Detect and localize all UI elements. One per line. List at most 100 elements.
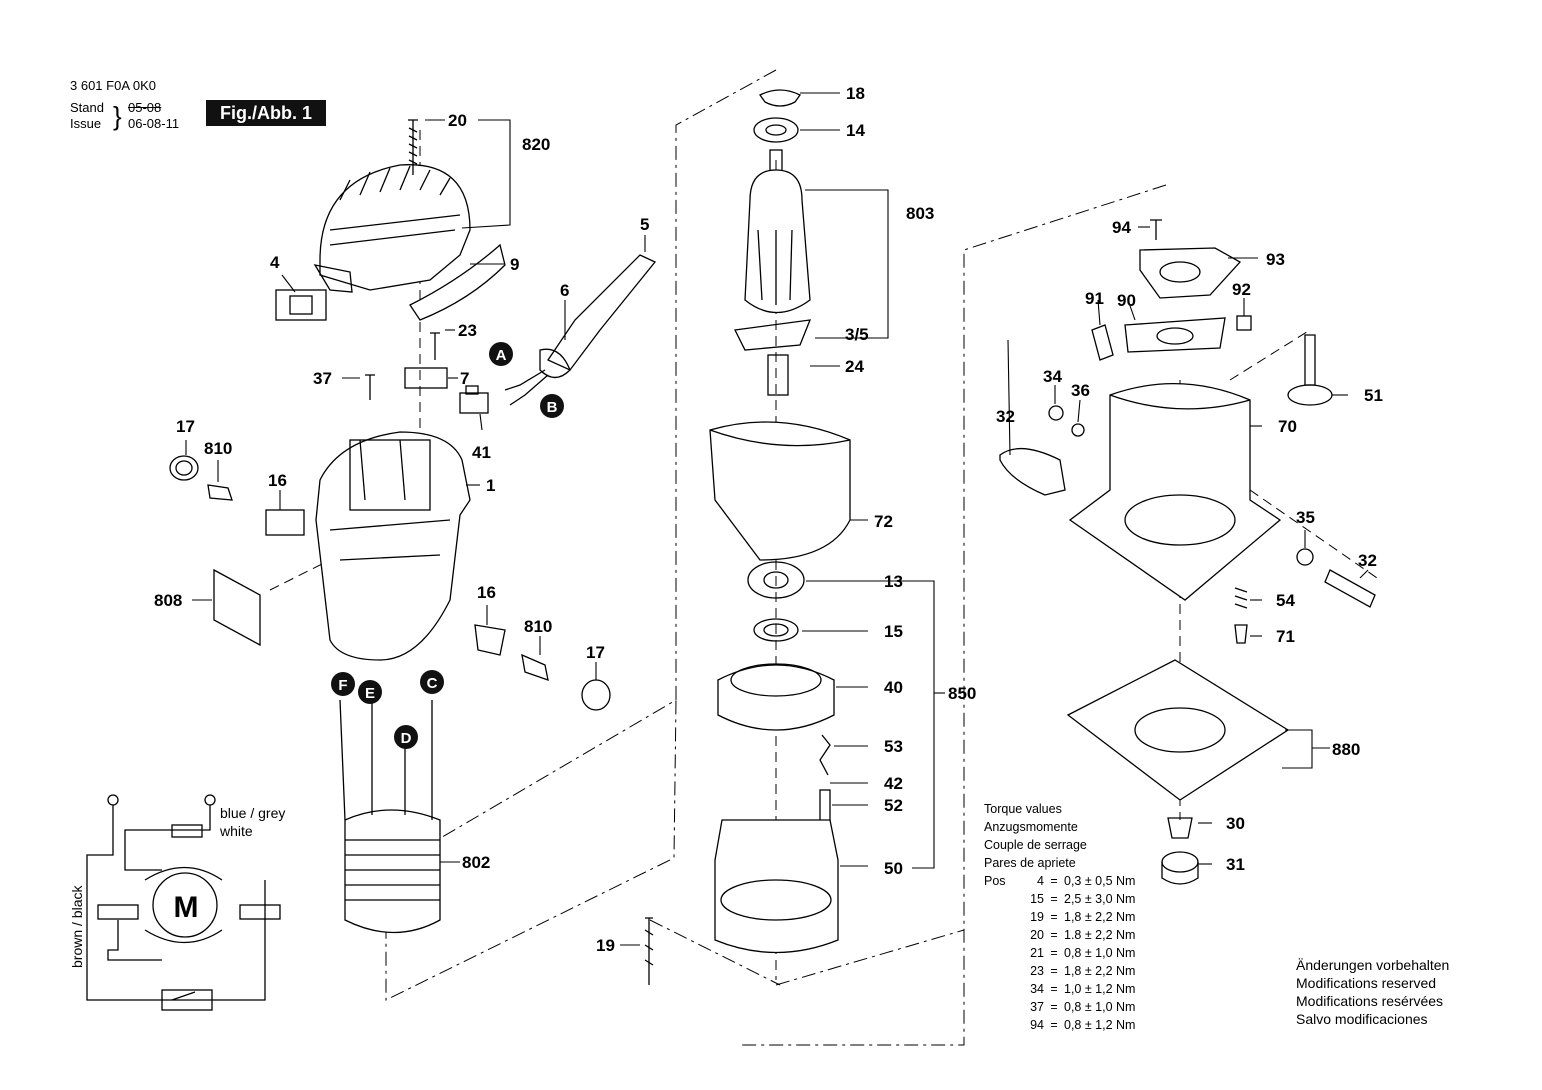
callout-14: 14 (846, 121, 865, 140)
terminal-41 (459, 385, 489, 414)
brace-symbol: } (113, 101, 122, 131)
callout-50: 50 (884, 859, 903, 878)
callout-13: 13 (884, 572, 903, 591)
bearing-15 (753, 618, 799, 642)
torque-row: 34= 1,0 ± 1,2 Nm (1030, 982, 1136, 996)
callout-90: 90 (1117, 291, 1136, 310)
issue-label: Issue (70, 116, 102, 131)
callout-808: 808 (154, 591, 182, 610)
cable-6 (504, 348, 571, 406)
connector-badges: A B C D E F (331, 342, 564, 749)
spring-54 (1234, 587, 1248, 609)
brush-810a (207, 484, 233, 501)
callout-17a: 17 (176, 417, 195, 436)
connector-e: E (358, 680, 382, 704)
housing-40 (717, 663, 835, 731)
torque-row: Pos 4= 0,3 ± 0,5 Nm (984, 874, 1136, 888)
plate-93 (1139, 247, 1242, 299)
brush-holder-16a (265, 509, 305, 536)
callout-6: 6 (560, 281, 569, 300)
svg-text:C: C (427, 675, 438, 692)
callout-53: 53 (884, 737, 903, 756)
torque-row: 94= 0,8 ± 1,2 Nm (1030, 1018, 1136, 1032)
callout-40: 40 (884, 678, 903, 697)
callout-37: 37 (313, 369, 332, 388)
nut-34 (1048, 405, 1064, 421)
field-802 (339, 699, 441, 934)
svg-text:B: B (547, 399, 558, 416)
torque-row: 23= 1,8 ± 2,2 Nm (1030, 964, 1136, 978)
callout-802: 802 (462, 853, 490, 872)
callout-34: 34 (1043, 367, 1062, 386)
stand-label: Stand (70, 100, 104, 115)
lever-32a (999, 447, 1066, 496)
callout-93: 93 (1266, 250, 1285, 269)
cable-sleeve-5 (547, 254, 657, 371)
wire-white: white (219, 823, 253, 839)
screw-71 (1234, 624, 1248, 644)
stand-date: 05-08 (128, 100, 162, 115)
torque-title-de: Anzugsmomente (984, 820, 1078, 834)
leader-lines (185, 92, 1369, 946)
label-808 (213, 568, 261, 647)
callout-19: 19 (596, 936, 615, 955)
callout-24: 24 (845, 357, 864, 376)
callout-70: 70 (1278, 417, 1297, 436)
brush-cap-17b (581, 679, 611, 711)
callout-91: 91 (1085, 289, 1104, 308)
callout-803: 803 (906, 204, 934, 223)
callout-18: 18 (846, 84, 865, 103)
svg-text:D: D (401, 730, 412, 747)
figure-label: Fig./Abb. 1 (206, 100, 326, 126)
motor-symbol: M (174, 891, 199, 924)
brush-cap-17a (169, 455, 199, 481)
callout-30: 30 (1226, 814, 1245, 833)
torque-title-es: Pares de apriete (984, 856, 1076, 870)
callout-16a: 16 (268, 471, 287, 490)
torque-pos-label: Pos (984, 874, 1006, 888)
clamp-7 (404, 367, 448, 389)
screw-37 (365, 374, 375, 400)
base-50 (714, 819, 839, 954)
plate-90 (1124, 317, 1226, 353)
connector-c: C (420, 670, 444, 694)
armature-803 (734, 149, 812, 396)
washer-35 (1296, 548, 1314, 566)
callout-16b: 16 (477, 583, 496, 602)
torque-row: 21= 0,8 ± 1,0 Nm (1030, 946, 1136, 960)
connector-a: A (489, 342, 513, 366)
clip-91 (1091, 324, 1114, 361)
callout-32b: 32 (1358, 551, 1377, 570)
cover-part-820 (313, 164, 471, 293)
callout-71: 71 (1276, 627, 1295, 646)
connector-f: F (331, 672, 355, 696)
switch-4 (275, 289, 327, 321)
svg-text:A: A (496, 347, 507, 364)
callout-880: 880 (1332, 740, 1360, 759)
callout-3-5: 3/5 (845, 325, 869, 344)
callout-92: 92 (1232, 280, 1251, 299)
screw-23 (430, 332, 440, 360)
housing-72 (709, 421, 851, 561)
callout-94: 94 (1112, 218, 1131, 237)
part-number: 3 601 F0A 0K0 (70, 78, 157, 93)
ring-18 (759, 89, 801, 107)
issue-date: 06-08-11 (128, 116, 180, 131)
callout-labels: 20 820 9 4 5 6 23 37 7 41 17 810 16 1 80… (154, 84, 1383, 955)
screw-32b (1324, 569, 1376, 608)
knob-51 (1287, 334, 1333, 406)
callout-5: 5 (640, 215, 649, 234)
wiring-schematic (86, 794, 281, 1011)
brush-810b (521, 653, 549, 681)
callout-1: 1 (486, 476, 495, 495)
callout-35: 35 (1296, 508, 1315, 527)
svg-text:E: E (365, 685, 375, 702)
connector-b: B (540, 394, 564, 418)
torque-title-en: Torque values (984, 802, 1062, 816)
callout-15: 15 (884, 622, 903, 641)
torque-row: 19= 1,8 ± 2,2 Nm (1030, 910, 1136, 924)
connector-d: D (394, 725, 418, 749)
callout-54: 54 (1276, 591, 1295, 610)
